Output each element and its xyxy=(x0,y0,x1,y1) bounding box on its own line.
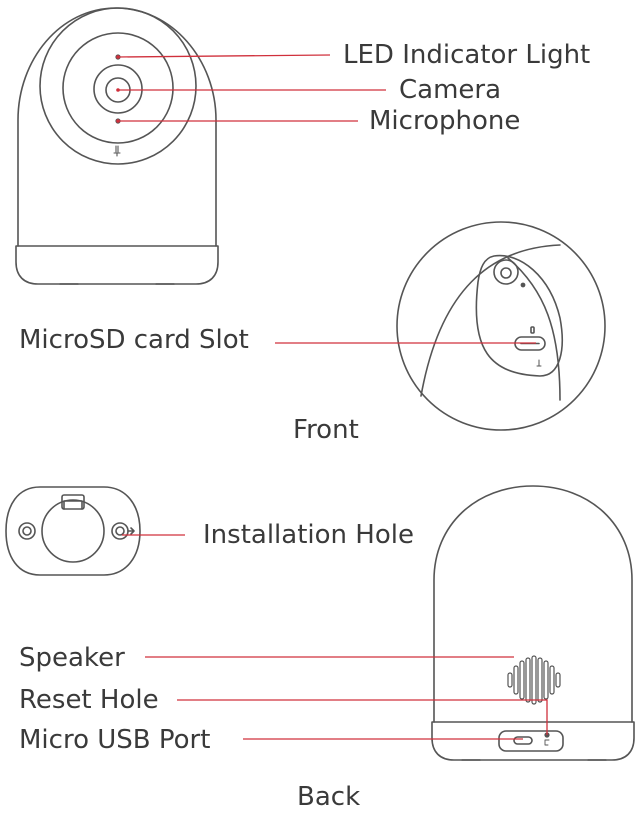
camera-label: Camera xyxy=(399,75,502,105)
installation-hole-label: Installation Hole xyxy=(203,520,414,550)
back-caption: Back xyxy=(297,782,361,812)
usb-port xyxy=(513,736,533,745)
back-camera-illustration xyxy=(431,485,635,761)
mount-hole-left xyxy=(18,522,36,540)
micro-usb-label: Micro USB Port xyxy=(19,725,211,755)
speaker-label: Speaker xyxy=(19,643,125,673)
reset-callout-line xyxy=(177,699,548,735)
speaker-grille xyxy=(507,655,561,705)
mount-hole-right xyxy=(111,522,129,540)
front-camera-body xyxy=(17,7,217,247)
front-camera-head-inner xyxy=(62,32,174,144)
mount-plate xyxy=(5,486,141,576)
front-camera-head-outer xyxy=(39,7,197,165)
microsd-detail-illustration xyxy=(396,221,606,431)
back-camera-base xyxy=(431,721,635,761)
front-camera-lens-ring xyxy=(93,64,143,114)
detail-circle xyxy=(396,221,606,431)
mic-icon xyxy=(113,145,121,157)
front-camera-illustration xyxy=(15,7,219,285)
microphone-label: Microphone xyxy=(369,106,521,136)
led-indicator-label: LED Indicator Light xyxy=(343,40,591,70)
back-camera-body xyxy=(433,485,633,723)
mount-plate-illustration xyxy=(5,486,141,576)
detail-head xyxy=(475,254,563,377)
front-camera-base xyxy=(15,245,219,285)
reset-hole-label: Reset Hole xyxy=(19,685,159,715)
led-callout-line xyxy=(117,54,331,58)
microsd-label: MicroSD card Slot xyxy=(19,325,249,355)
usb-port-housing xyxy=(498,730,564,752)
front-caption: Front xyxy=(293,415,359,445)
